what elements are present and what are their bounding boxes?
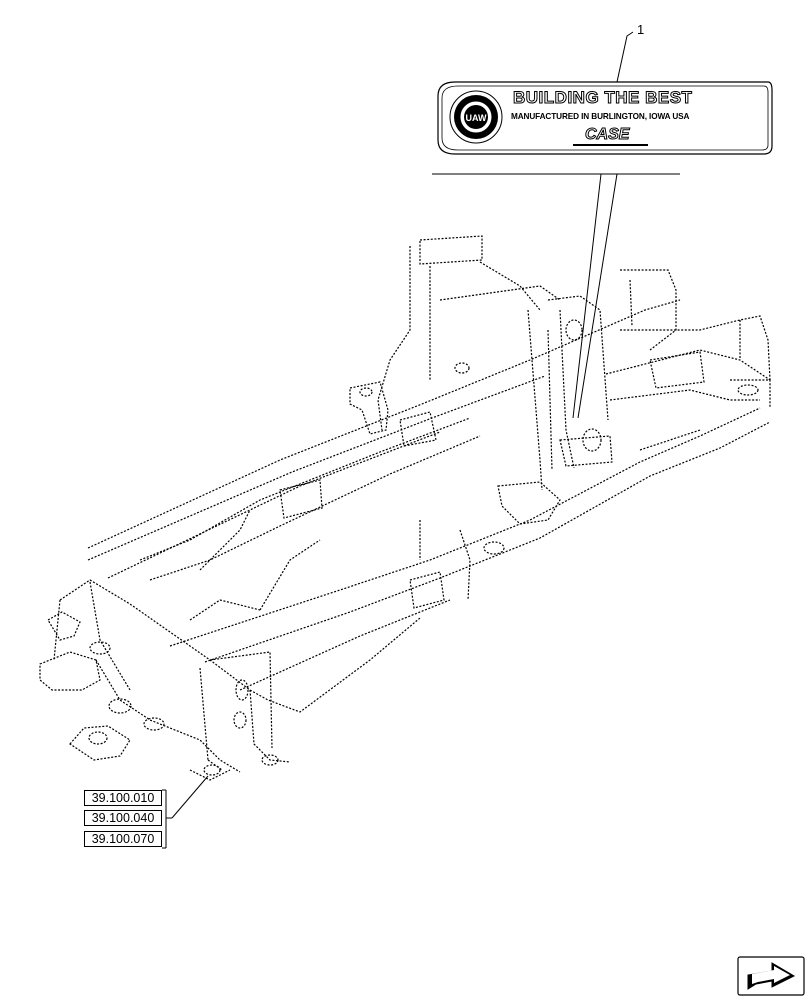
decal-brand: CASE [584,126,630,144]
reference-bracket [162,775,209,849]
svg-text:UAW: UAW [466,113,488,123]
reference-link-2[interactable]: 39.100.040 [84,810,162,826]
frame-holes [88,319,759,776]
callout-leader [432,31,680,419]
uaw-seal-icon: UAW [449,90,503,144]
next-page-arrow-icon[interactable] [737,956,805,996]
chassis-frame [39,235,771,781]
reference-link-3[interactable]: 39.100.070 [84,831,162,847]
reference-link-1[interactable]: 39.100.010 [84,790,162,806]
decal-subtitle: MANUFACTURED IN BURLINGTON, IOWA USA [511,112,690,121]
decal-panel: UAW [437,81,773,155]
decal-title: BUILDING THE BEST [512,88,693,108]
callout-number: 1 [637,22,645,37]
